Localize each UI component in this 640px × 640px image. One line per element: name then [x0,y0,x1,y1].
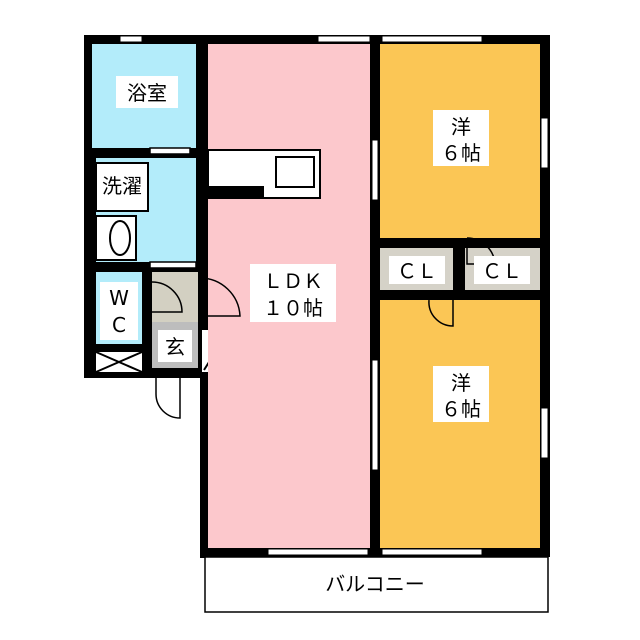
label-laundry: 洗濯 [102,174,142,198]
label-ldk-1: ＬＤＫ [263,269,323,293]
label-closet-left: ＣＬ [397,259,437,283]
western-room-bottom [380,300,540,548]
doors [149,147,496,419]
label-wc-2: C [112,313,126,337]
room-labels: 浴室 洗濯 W C 玄 ＬＤＫ １０帖 洋 ６帖 洋 ６帖 ＣＬ ＣＬ バルコニ… [100,76,530,596]
label-bath: 浴室 [127,81,167,105]
label-western-bottom-1: 洋 [451,371,471,395]
label-western-bottom-2: ６帖 [441,397,481,421]
washing-machine-space [95,162,149,212]
label-balcony: バルコニー [325,572,425,596]
label-western-top-1: 洋 [451,115,471,139]
entrance-hall [152,272,198,322]
label-ldk-2: １０帖 [263,296,323,320]
kitchen-sink [275,156,315,188]
label-western-top-2: ６帖 [441,141,481,165]
label-entrance: 玄 [165,335,185,359]
label-wc-1: W [109,286,129,310]
balcony [204,556,549,613]
label-closet-right: ＣＬ [482,259,522,283]
windows [119,35,549,556]
